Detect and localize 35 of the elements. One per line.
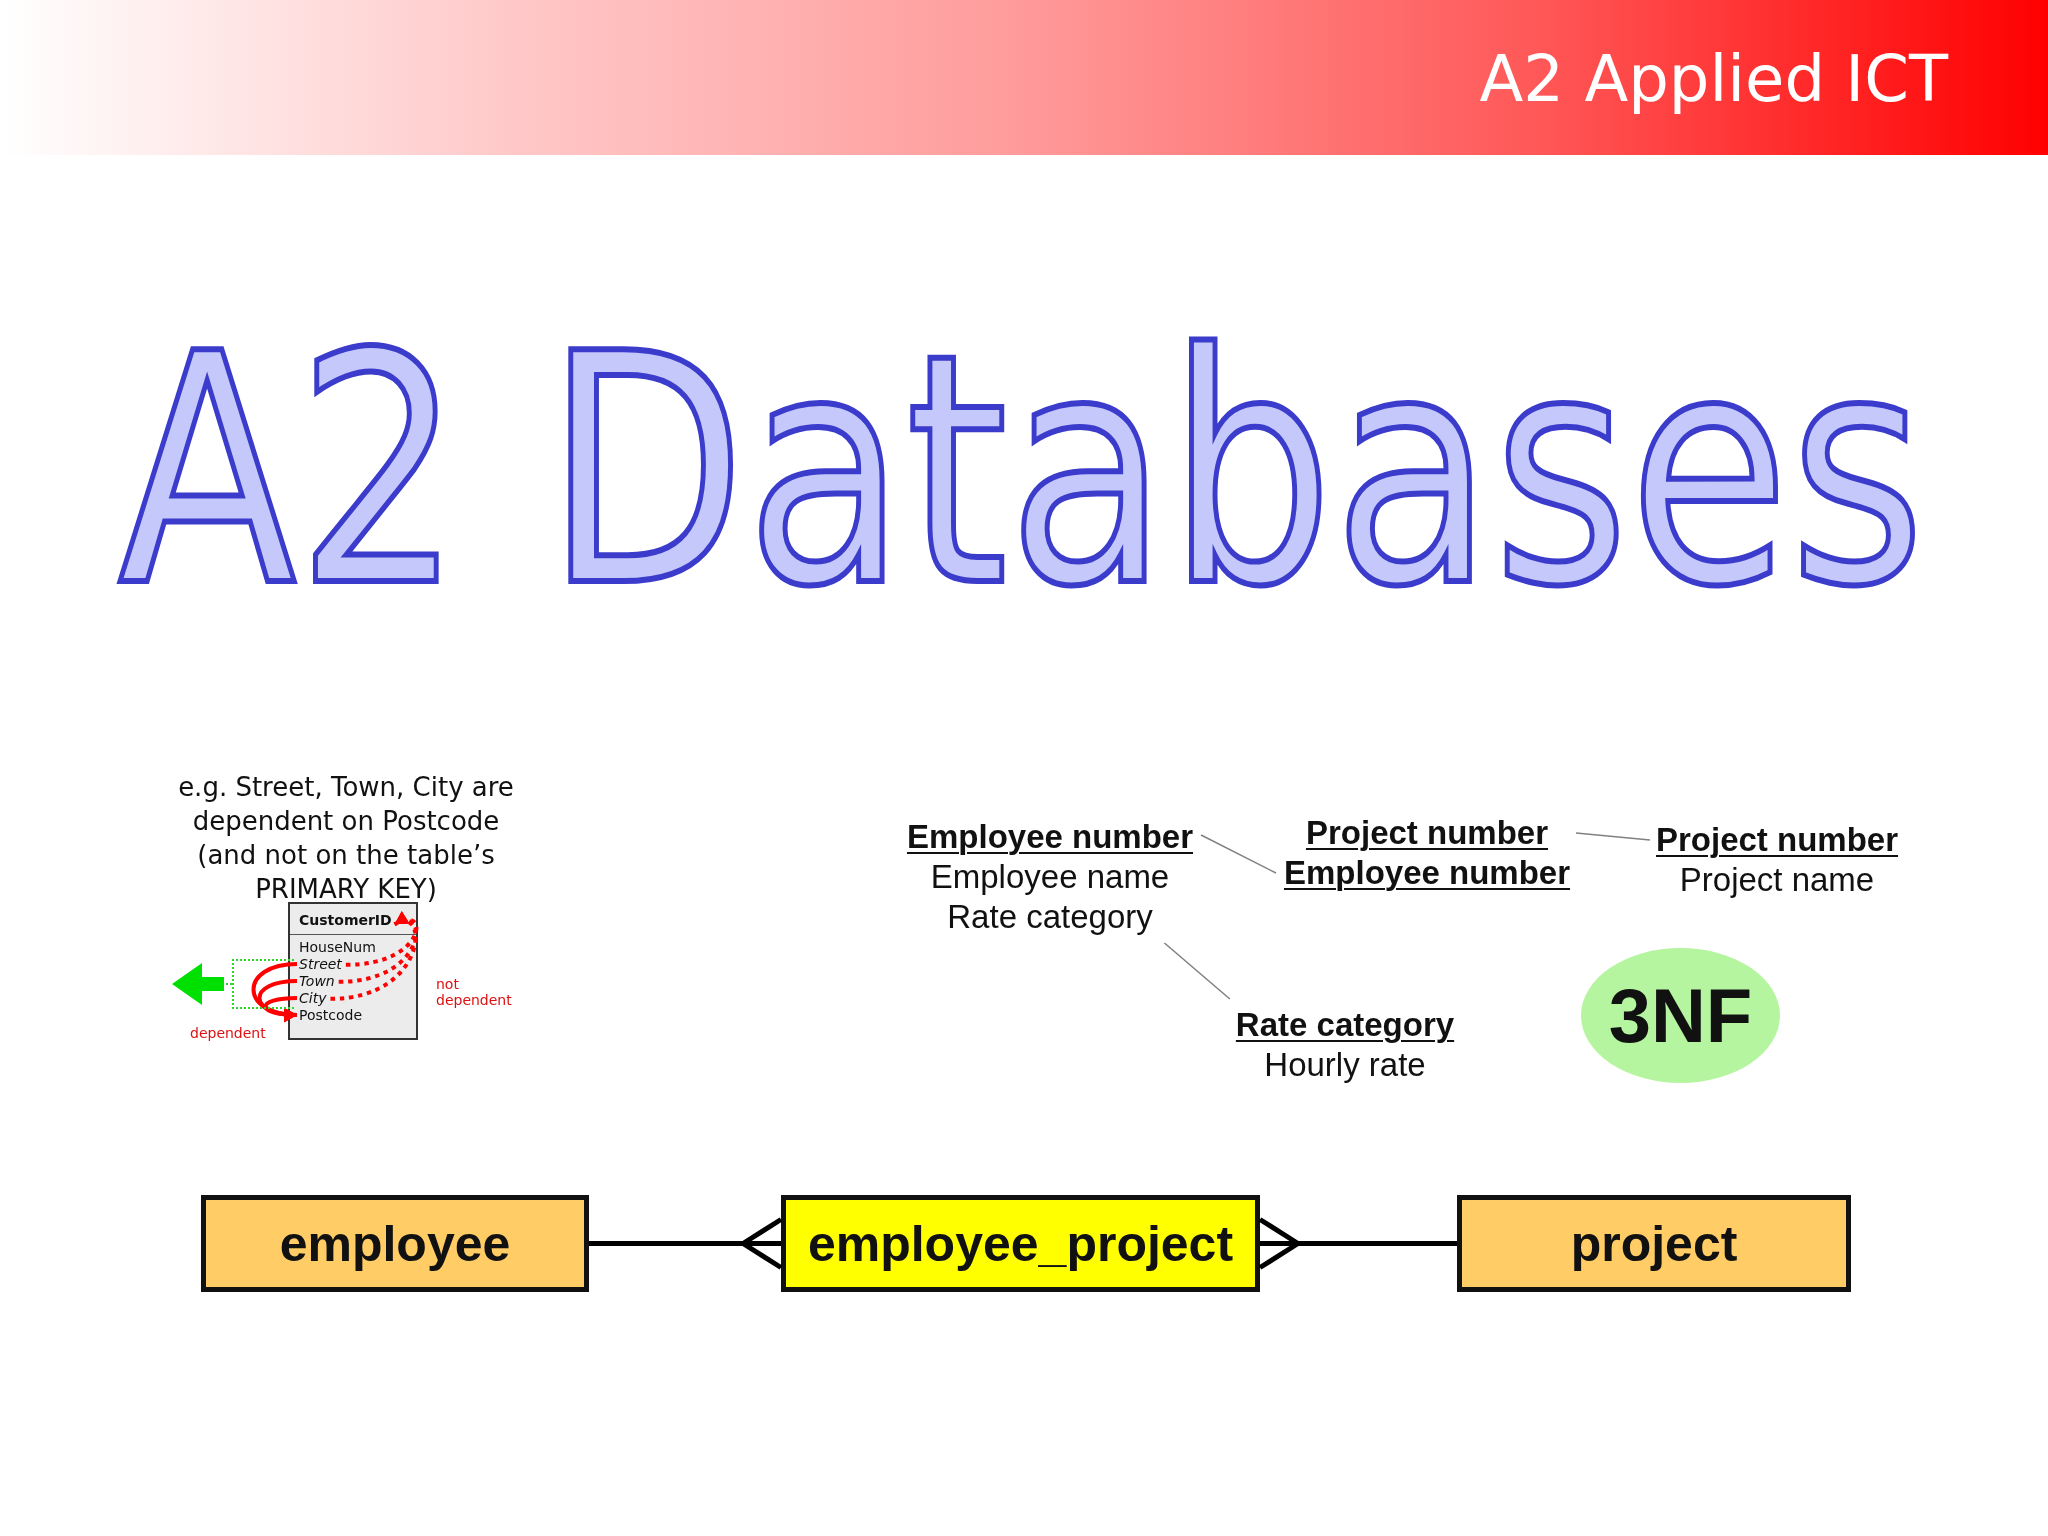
table-box bbox=[288, 902, 418, 1040]
slide-title: A2 Databases bbox=[118, 312, 1926, 630]
key-attribute: Employee number bbox=[1283, 853, 1571, 893]
key-attribute: Rate category bbox=[1235, 1005, 1455, 1045]
annotation-text: not dependent bbox=[436, 976, 512, 1008]
crows-foot-line bbox=[1257, 1217, 1457, 1270]
connector-line bbox=[1200, 834, 1277, 874]
field-name: Street bbox=[299, 955, 342, 973]
attribute-name: Rate category bbox=[946, 897, 1154, 937]
entity-name: project bbox=[1570, 1214, 1738, 1273]
field-name: HouseNum bbox=[299, 938, 376, 956]
dotted-arrow bbox=[330, 912, 418, 1001]
connector-line bbox=[1575, 832, 1651, 841]
note-text: e.g. Street, Town, City are dependent on Postcode (and not on the table’s PRIMARY KEY) bbox=[177, 771, 515, 906]
field-name: Town bbox=[299, 972, 335, 990]
attribute-name: Hourly rate bbox=[1263, 1045, 1427, 1085]
header-title: A2 Applied ICT bbox=[1479, 41, 1948, 117]
entity-box bbox=[1457, 1195, 1851, 1292]
key-attribute: Project number bbox=[1655, 820, 1899, 860]
entity-name: employee_project bbox=[807, 1214, 1234, 1273]
connector-line bbox=[1163, 942, 1231, 1000]
attribute-name: Employee name bbox=[929, 857, 1171, 897]
normal-form-label: 3NF bbox=[1608, 973, 1753, 1058]
key-attribute: Employee number bbox=[906, 817, 1194, 857]
entity-box bbox=[781, 1195, 1260, 1292]
entity-box bbox=[201, 1195, 589, 1292]
key-attribute: Project number bbox=[1304, 813, 1549, 853]
field-name: City bbox=[299, 989, 327, 1007]
entity-name: employee bbox=[279, 1214, 511, 1273]
annotation-text: dependent bbox=[190, 1025, 266, 1041]
key-field-name: CustomerID bbox=[299, 911, 392, 929]
crows-foot-line bbox=[589, 1217, 784, 1270]
arrow bbox=[264, 996, 298, 1022]
attribute-name: Project name bbox=[1678, 860, 1876, 900]
field-name: Postcode bbox=[299, 1006, 363, 1024]
